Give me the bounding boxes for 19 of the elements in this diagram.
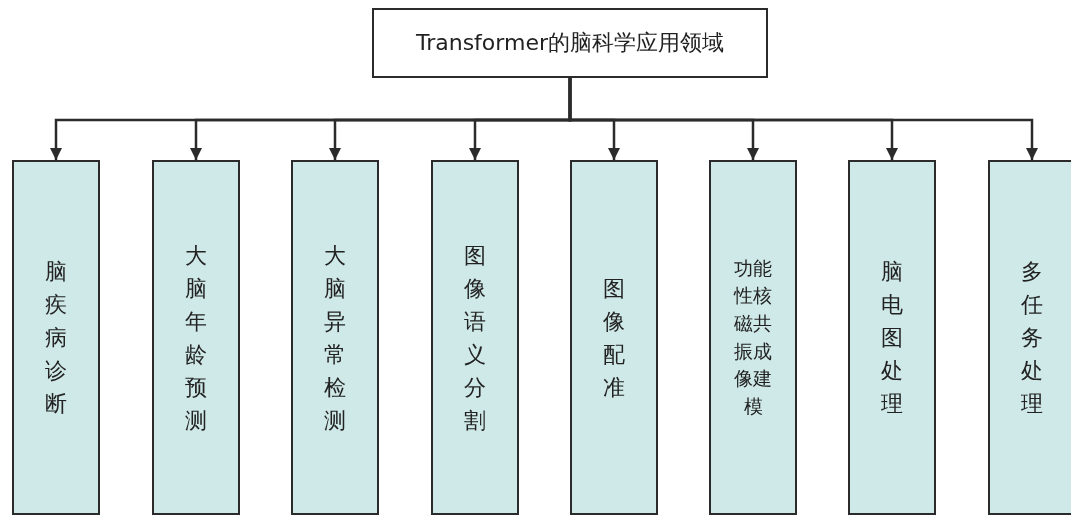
category-box: [152, 160, 240, 515]
box-label: 大脑年龄预测: [185, 241, 207, 435]
box-label: 图像语义分割: [464, 241, 486, 435]
box-label: 脑疾病诊断: [45, 258, 67, 418]
box-label: 多任务处理: [1021, 258, 1043, 418]
category-box: [291, 160, 379, 515]
category-box: [709, 160, 797, 515]
box-label: Transformer的脑科学应用领域: [416, 29, 724, 57]
root-box: [372, 8, 768, 78]
box-label: 大脑异常检测: [324, 241, 346, 435]
connector-arrow: [568, 78, 1039, 160]
category-box: [431, 160, 519, 515]
category-box: [848, 160, 936, 515]
category-box: [988, 160, 1071, 515]
box-label: 图像配准: [603, 274, 625, 402]
category-box: [570, 160, 658, 515]
box-label: 脑电图处理: [881, 258, 903, 418]
category-box: [12, 160, 100, 515]
box-label: 功能性核磁共振成像建模: [734, 255, 772, 419]
